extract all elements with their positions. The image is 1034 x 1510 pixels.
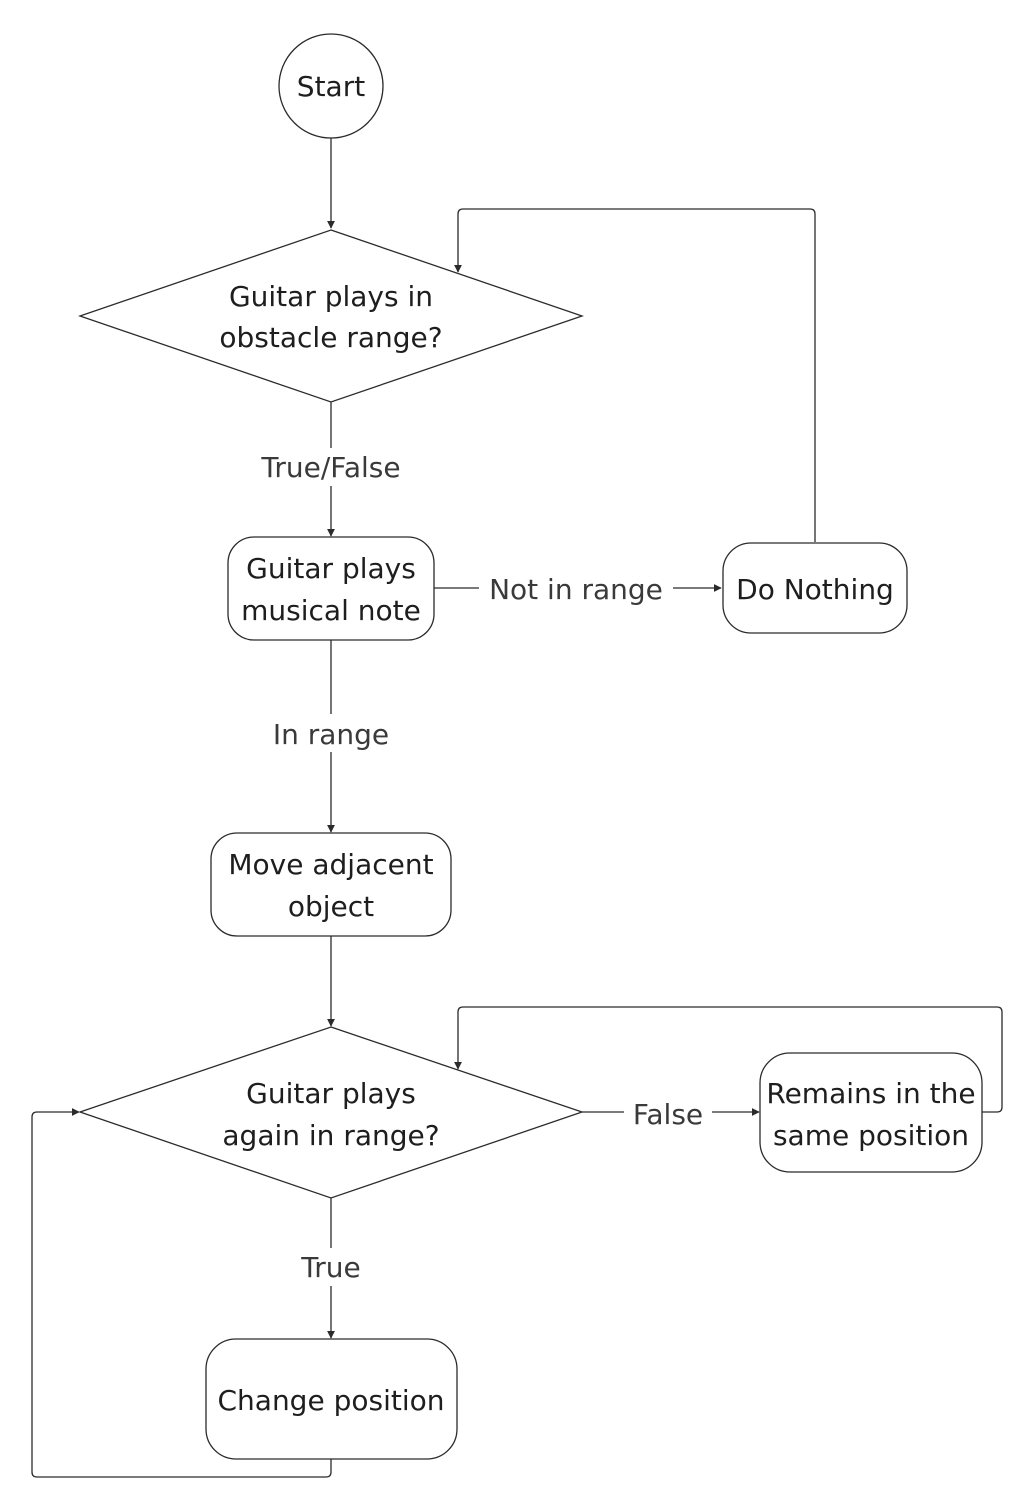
node-move-adjacent-object: Move adjacent object (210, 832, 452, 937)
remains-line-1: Remains in the (766, 1077, 975, 1110)
play-note-line-2: musical note (241, 594, 421, 627)
node-do-nothing: Do Nothing (722, 542, 908, 634)
edge-label-true-false: True/False (260, 451, 400, 484)
move-object-line-2: object (288, 890, 374, 923)
move-object-line-1: Move adjacent (228, 848, 433, 881)
node-remains-same-position: Remains in the same position (759, 1052, 983, 1173)
edge-remains-to-again (454, 1006, 1003, 1113)
remains-line-2: same position (773, 1119, 969, 1152)
change-position-label: Change position (217, 1384, 444, 1417)
play-note-line-1: Guitar plays (246, 552, 416, 585)
edge-nothing-to-obstacle (454, 208, 816, 542)
process-box (205, 1338, 458, 1460)
node-change-position: Change position (205, 1338, 458, 1460)
node-guitar-plays-musical-note: Guitar plays musical note (227, 536, 435, 641)
edge-change-to-again (31, 1108, 332, 1478)
edge-label-in-range: In range (273, 718, 389, 751)
start-label: Start (297, 70, 365, 103)
edge-label-false: False (633, 1098, 703, 1131)
start-circle (278, 33, 384, 139)
node-decision-obstacle-range: Guitar plays in obstacle range? (77, 229, 585, 403)
decision-obstacle-line-1: Guitar plays in (229, 280, 433, 313)
decision-again-line-1: Guitar plays (246, 1077, 416, 1110)
decision-diamond (77, 229, 585, 403)
node-decision-again-in-range: Guitar plays again in range? (77, 1026, 585, 1199)
process-box (227, 536, 435, 641)
decision-obstacle-line-2: obstacle range? (219, 321, 442, 354)
process-box (722, 542, 908, 634)
process-box (210, 832, 452, 937)
process-box (759, 1052, 983, 1173)
node-start: Start (278, 33, 384, 139)
decision-diamond (77, 1026, 585, 1199)
edge-label-true: True (300, 1251, 360, 1284)
decision-again-line-2: again in range? (222, 1119, 439, 1152)
edges: True/False Not in range In range False T… (31, 138, 1003, 1478)
do-nothing-label: Do Nothing (736, 573, 894, 606)
edge-label-not-in-range: Not in range (489, 573, 663, 606)
